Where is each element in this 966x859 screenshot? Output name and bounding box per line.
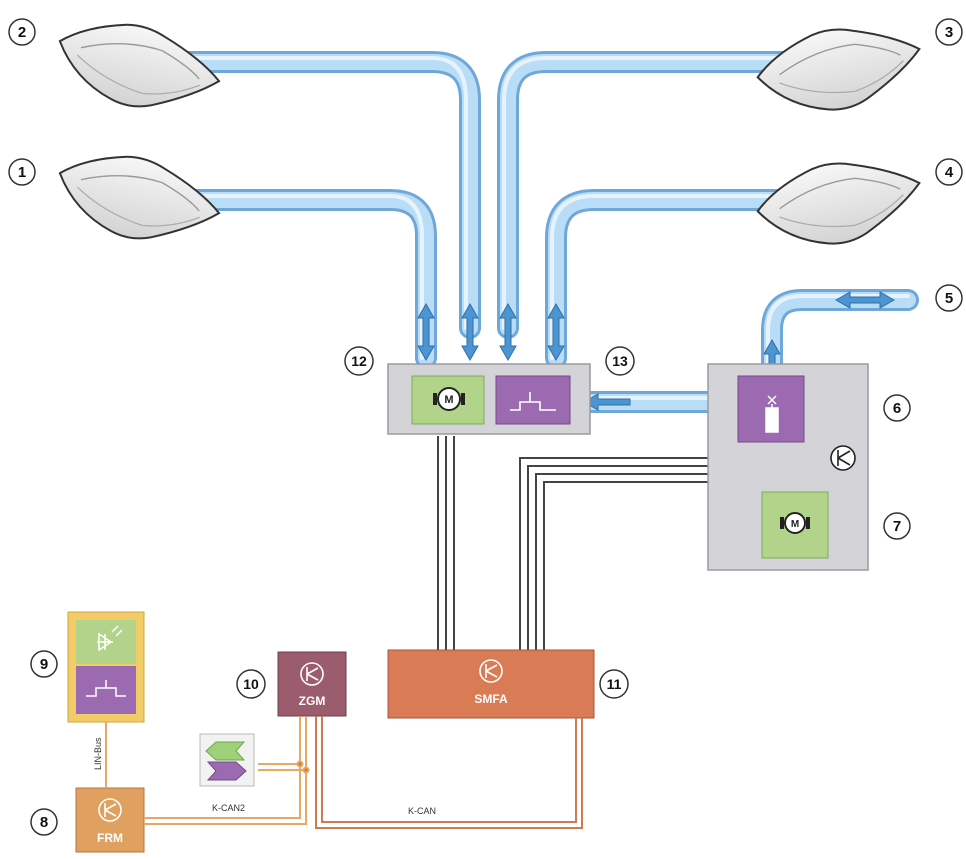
svg-text:10: 10 [243, 676, 259, 692]
k-can-wire [315, 716, 583, 829]
svg-text:11: 11 [607, 676, 622, 692]
valve-block: M [387, 363, 591, 435]
solenoid-valve-icon [765, 395, 779, 433]
control-unit-icon [479, 659, 503, 683]
air-cushion-1 [48, 141, 228, 256]
motor-icon: M [780, 512, 810, 534]
svg-text:3: 3 [945, 24, 953, 41]
svg-text:8: 8 [40, 814, 48, 831]
control-unit-icon [830, 445, 856, 471]
svg-text:5: 5 [945, 290, 953, 307]
callout-8: 8 [30, 808, 58, 836]
callout-12: 12 [344, 346, 374, 376]
control-unit-icon [98, 798, 122, 822]
flow-arrow-pump-to-block [582, 393, 631, 411]
arrow-left-icon [205, 741, 246, 761]
valve-block-valve-module [495, 375, 571, 425]
callout-3: 3 [935, 18, 963, 46]
svg-text:13: 13 [612, 353, 628, 369]
bus-direction-indicator [199, 733, 255, 787]
svg-text:6: 6 [893, 400, 901, 417]
arrow-right-icon [206, 761, 247, 781]
flow-arrow-tube-4 [547, 302, 565, 362]
svg-text:12: 12 [351, 353, 367, 369]
svg-text:4: 4 [945, 164, 954, 181]
valve-icon [510, 392, 556, 411]
pump-motor-module: M [761, 491, 829, 559]
zgm-module: ZGM [277, 651, 347, 717]
smfa-label: SMFA [474, 692, 508, 706]
air-tube-cushion-1 [129, 189, 437, 369]
callout-6: 6 [883, 394, 911, 422]
frm-module: FRM [75, 787, 145, 853]
callout-10: 10 [236, 669, 266, 699]
valve-icon [86, 680, 126, 697]
air-tube-cushion-3 [497, 51, 861, 339]
motor-label: M [791, 519, 799, 530]
air-cushion-4 [750, 145, 930, 260]
svg-text:2: 2 [18, 24, 26, 41]
wires-valve-block-to-smfa [437, 436, 455, 652]
callouts: 2 3 1 4 5 12 13 6 7 9 10 11 8 [8, 18, 963, 836]
lin-bus-label: LIN-Bus [93, 737, 103, 770]
k-can2-wire [144, 716, 310, 825]
pump-unit: M [707, 363, 869, 571]
callout-9: 9 [30, 650, 58, 678]
flow-arrow-intake-5 [834, 291, 896, 309]
air-cushion-2 [48, 9, 228, 124]
smfa-module: SMFA [387, 649, 595, 719]
k-can2-label: K-CAN2 [212, 803, 245, 813]
zgm-label: ZGM [299, 694, 326, 708]
air-tube-intake-5 [761, 289, 919, 409]
motor-icon: M [433, 387, 465, 411]
frm-label: FRM [97, 831, 123, 845]
air-tube-cushion-2 [129, 51, 481, 339]
flow-arrow-tube-2 [461, 302, 479, 362]
svg-text:7: 7 [893, 518, 901, 535]
air-cushion-3 [750, 11, 930, 126]
switch-led-icon [97, 625, 123, 652]
callout-13: 13 [605, 346, 635, 376]
callout-2: 2 [8, 18, 36, 46]
callout-4: 4 [935, 158, 963, 186]
flow-arrow-tube-3 [499, 302, 517, 362]
valve-block-motor-module: M [411, 375, 485, 425]
svg-text:9: 9 [40, 656, 48, 673]
air-tubes [129, 51, 919, 413]
motor-label: M [444, 394, 453, 406]
callout-1: 1 [8, 158, 36, 186]
pump-valve-module [737, 375, 805, 443]
callout-5: 5 [935, 284, 963, 312]
control-unit-icon [300, 662, 324, 686]
flow-arrow-tube-1 [417, 302, 435, 362]
callout-7: 7 [883, 512, 911, 540]
svg-text:1: 1 [18, 164, 26, 181]
k-can-label: K-CAN [408, 806, 436, 816]
seat-switch-block [67, 611, 145, 723]
air-tube-cushion-4 [545, 189, 861, 369]
callout-11: 11 [599, 669, 629, 699]
